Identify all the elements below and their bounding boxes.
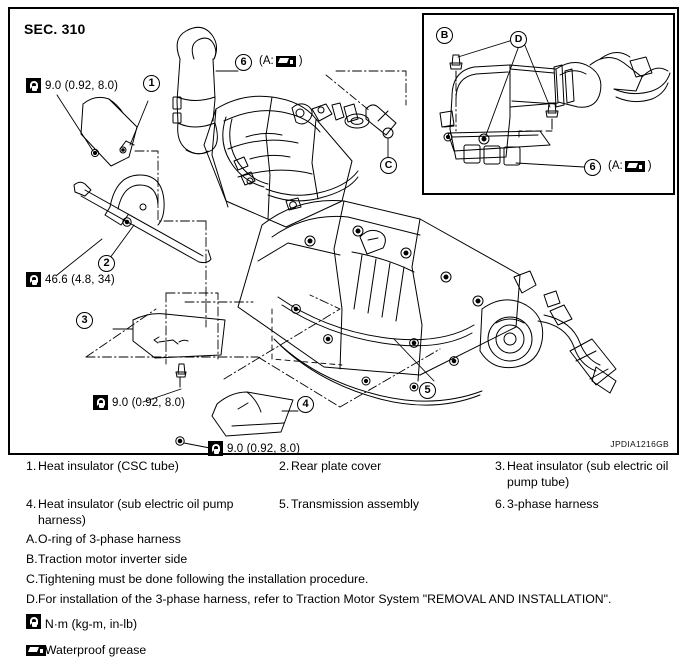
grease-note-inset: (A: ) (605, 160, 652, 172)
torque-spec-mid-left: 46.6 (4.8, 34) (26, 272, 115, 287)
legend-item-1: 1. Heat insulator (CSC tube) (8, 458, 261, 490)
legend-item-label: Heat insulator (CSC tube) (38, 459, 179, 473)
torque-value: 9.0 (0.92, 8.0) (45, 79, 119, 92)
grease-icon (26, 645, 46, 657)
grease-note-open-paren: (A: (608, 160, 623, 172)
legend-item-3: 3. Heat insulator (sub electric oil pump… (477, 458, 683, 490)
legend-item-2: 2. Rear plate cover (261, 458, 477, 490)
grease-note-close-paren: ) (647, 160, 652, 172)
inset-line-art (424, 15, 673, 193)
torque-spec-top-left: 9.0 (0.92, 8.0) (26, 78, 118, 93)
legend-note-b: B. Traction motor inverter side (8, 551, 683, 567)
callout-6-inset: 6 (584, 159, 601, 176)
legend-item-number: 2. (279, 459, 290, 473)
legend-note-letter: A. (26, 532, 38, 546)
legend-item-4: 4. Heat insulator (sub electric oil pump… (8, 496, 261, 528)
legend-note-d: D. For installation of the 3-phase harne… (8, 591, 683, 607)
legend-row-1: 1. Heat insulator (CSC tube) 2. Rear pla… (8, 458, 683, 490)
legend-item-number: 4. (26, 497, 37, 511)
legend-note-a: A. O-ring of 3-phase harness (8, 531, 683, 547)
legend-item-label: Rear plate cover (291, 459, 382, 473)
grease-icon (275, 55, 296, 67)
torque-value: 9.0 (0.92, 8.0) (112, 396, 186, 409)
grease-icon-wrap (8, 642, 46, 658)
grease-note-close-paren: ) (298, 55, 303, 67)
legend-item-number: 5. (279, 497, 290, 511)
torque-value: 46.6 (4.8, 34) (45, 273, 115, 286)
legend-row-2: 4. Heat insulator (sub electric oil pump… (8, 496, 683, 528)
callout-d: D (510, 31, 527, 48)
legend-item-number: 1. (26, 459, 37, 473)
callout-c: C (380, 157, 397, 174)
legend-note-text: For installation of the 3-phase harness,… (38, 592, 612, 606)
torque-wrench-icon (208, 441, 223, 456)
torque-wrench-icon-wrap (8, 614, 41, 633)
torque-wrench-icon (93, 395, 108, 410)
legend-note-text: O-ring of 3-phase harness (38, 532, 181, 546)
legend-note-letter: C. (26, 572, 39, 586)
callout-5: 5 (419, 382, 436, 399)
legend-symbol-torque: : N·m (kg-m, in-lb) (8, 614, 683, 633)
line-art-svg (56, 26, 617, 450)
grease-note-main: (A: ) (256, 55, 303, 67)
inset-line-art-svg (439, 38, 671, 168)
drawing-number: JPDIA1216GB (610, 439, 669, 449)
legend-item-label: Transmission assembly (291, 497, 420, 511)
legend-item-label: Heat insulator (sub electric oil pump ha… (38, 497, 234, 527)
torque-wrench-icon (26, 78, 41, 93)
torque-value: 9.0 (0.92, 8.0) (227, 442, 301, 455)
callout-4: 4 (297, 396, 314, 413)
legend-note-c: C. Tightening must be done following the… (8, 571, 683, 587)
legend-item-number: 3. (495, 459, 506, 473)
legend-note-letter: B. (26, 552, 38, 566)
callout-1: 1 (143, 75, 160, 92)
legend-symbol-grease: : Waterproof grease (8, 642, 683, 658)
legend-item-number: 6. (495, 497, 506, 511)
torque-wrench-icon (26, 272, 41, 287)
legend-symbol-text: : N·m (kg-m, in-lb) (38, 616, 138, 631)
legend-item-label: Heat insulator (sub electric oil pump tu… (507, 459, 669, 489)
transmission-assembly-line-art (10, 9, 677, 453)
legend-note-text: Traction motor inverter side (38, 552, 188, 566)
callout-6-main: 6 (235, 54, 252, 71)
legend-item-label: 3-phase harness (507, 497, 599, 511)
legend-symbol-text: : Waterproof grease (38, 643, 147, 657)
section-label: SEC. 310 (24, 21, 86, 37)
legend-item-5: 5. Transmission assembly (261, 496, 477, 528)
main-figure-frame: SEC. 310 (8, 7, 679, 456)
torque-wrench-icon (26, 614, 41, 629)
grease-icon (624, 160, 645, 172)
legend-item-6: 6. 3-phase harness (477, 496, 683, 528)
torque-spec-bottom: 9.0 (0.92, 8.0) (208, 441, 300, 456)
callout-b: B (436, 27, 453, 44)
callout-3: 3 (76, 312, 93, 329)
inset-detail-frame-b: B D 6 (A: ) (422, 13, 675, 195)
legend-note-letter: D. (26, 592, 39, 606)
torque-spec-lower-left: 9.0 (0.92, 8.0) (93, 395, 185, 410)
grease-note-open-paren: (A: (259, 55, 274, 67)
callout-2: 2 (98, 255, 115, 272)
legend: 1. Heat insulator (CSC tube) 2. Rear pla… (8, 458, 683, 658)
legend-note-text: Tightening must be done following the in… (38, 572, 369, 586)
